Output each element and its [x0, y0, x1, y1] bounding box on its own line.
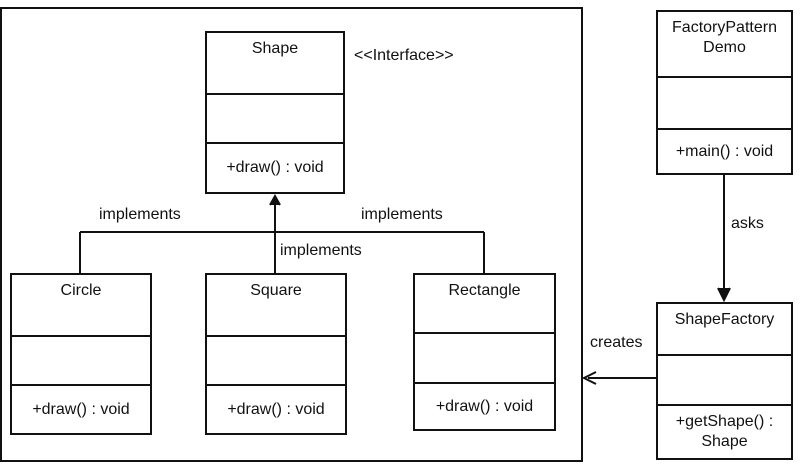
square-class: Square +draw() : void: [205, 273, 347, 435]
shape-class: Shape +draw() : void: [205, 31, 345, 194]
circle-attributes: [12, 335, 150, 384]
square-operation: +draw() : void: [207, 384, 345, 433]
asks-label: asks: [731, 215, 764, 232]
implements-label-left: implements: [99, 206, 181, 223]
creates-arrowhead: [581, 371, 597, 385]
demo-attributes: [658, 76, 791, 128]
demo-operation: +main() : void: [658, 128, 791, 173]
shape-attributes: [207, 93, 343, 142]
factory-operation: +getShape() : Shape: [658, 404, 791, 458]
factory-attributes: [658, 354, 791, 404]
interface-stereotype: <<Interface>>: [354, 47, 454, 64]
square-attributes: [207, 335, 345, 384]
square-class-name: Square: [250, 282, 302, 299]
circle-class-name: Circle: [60, 282, 102, 299]
rectangle-class: Rectangle +draw() : void: [413, 273, 556, 431]
rectangle-class-name: Rectangle: [448, 282, 521, 299]
implements-label-right: implements: [361, 206, 443, 223]
demo-class-name: FactoryPattern Demo: [672, 19, 777, 56]
creates-label: creates: [590, 334, 643, 351]
rectangle-operation: +draw() : void: [415, 382, 554, 429]
factory-package-frame: [0, 7, 583, 462]
rectangle-attributes: [415, 332, 554, 382]
shape-factory-class: ShapeFactory +getShape() : Shape: [656, 302, 793, 460]
factory-pattern-demo-class: FactoryPattern Demo +main() : void: [656, 10, 793, 175]
shape-class-name: Shape: [251, 40, 299, 57]
implements-label-center: implements: [280, 242, 362, 259]
circle-operation: +draw() : void: [12, 384, 150, 433]
circle-class: Circle +draw() : void: [10, 273, 152, 435]
shape-operation: +draw() : void: [207, 142, 343, 192]
asks-arrowhead: [717, 287, 731, 303]
factory-class-name: ShapeFactory: [674, 311, 775, 328]
implements-arrowhead: [269, 193, 281, 206]
